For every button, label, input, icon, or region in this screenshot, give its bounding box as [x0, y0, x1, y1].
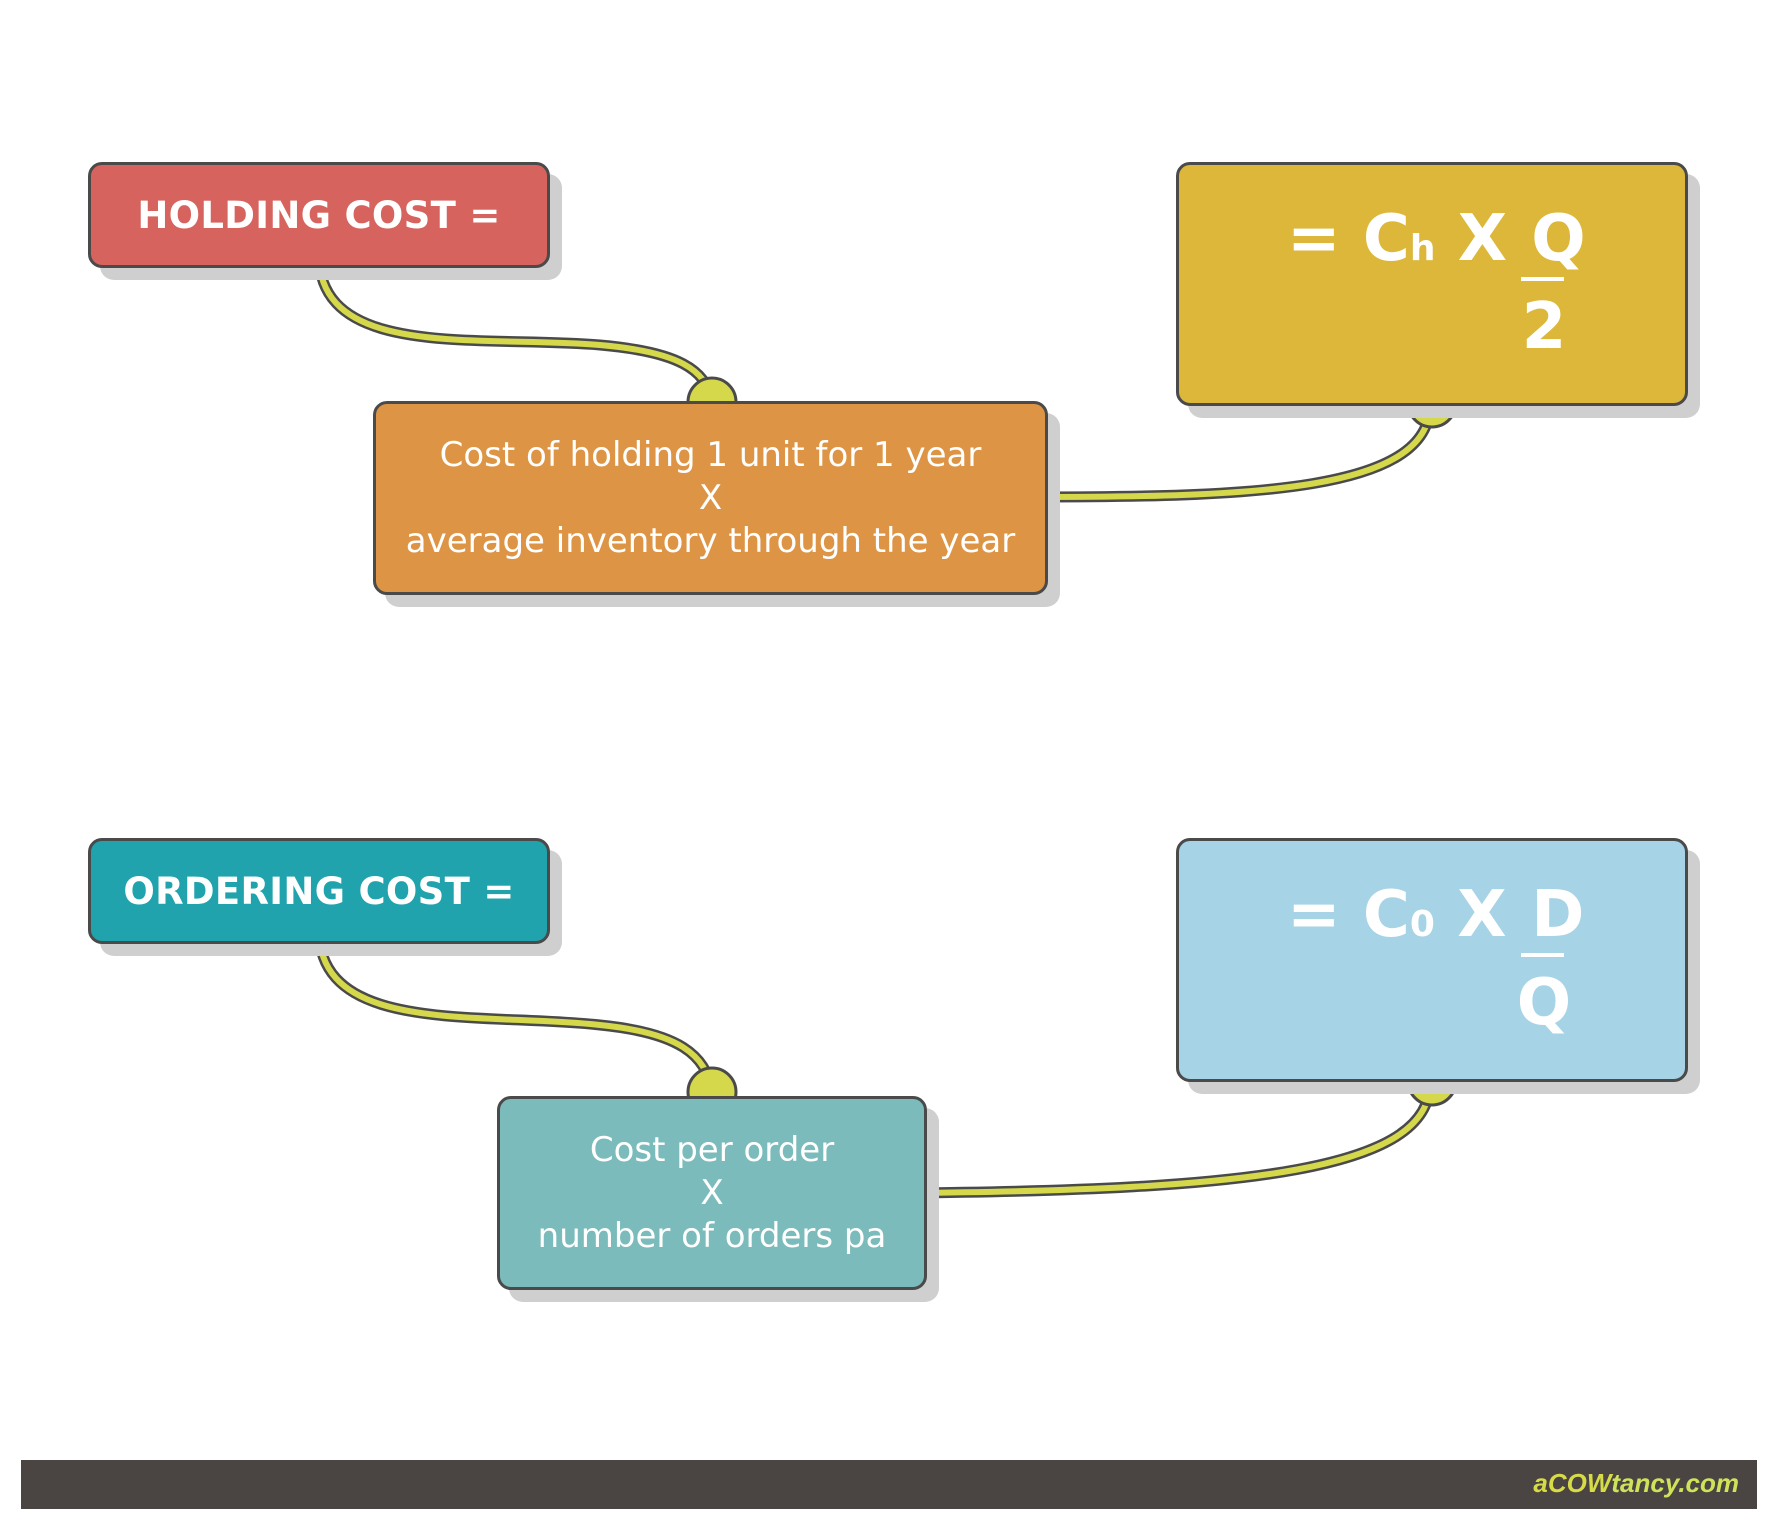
ordering-cost-description-box: Cost per order X number of orders pa: [497, 1096, 927, 1290]
holding-description-operator: X: [698, 477, 723, 518]
ordering-connector-1: [313, 924, 738, 1118]
holding-formula-operator: X: [1435, 202, 1530, 276]
holding-formula-numerator: Q: [1531, 202, 1586, 276]
holding-formula: = Ch X Q 2: [1287, 207, 1667, 397]
holding-fraction-bar: [1521, 277, 1564, 281]
holding-description-line-1: Cost of holding 1 unit for 1 year: [439, 434, 982, 475]
holding-cost-label-box: HOLDING COST =: [88, 162, 550, 268]
holding-formula-prefix: = C: [1287, 202, 1410, 276]
footer-bar: aCOWtancy.com: [21, 1460, 1757, 1509]
ordering-formula-operator: X: [1434, 878, 1529, 952]
holding-cost-description-box: Cost of holding 1 unit for 1 year X aver…: [373, 401, 1048, 595]
holding-formula-subscript: h: [1409, 228, 1436, 269]
ordering-formula-subscript: 0: [1409, 904, 1435, 945]
ordering-cost-formula-box: = C0 X D Q: [1176, 838, 1688, 1082]
brand-logo: aCOWtancy.com: [1533, 1468, 1739, 1498]
holding-cost-formula-box: = Ch X Q 2: [1176, 162, 1688, 406]
ordering-formula-numerator: D: [1531, 878, 1585, 952]
ordering-cost-label-box: ORDERING COST =: [88, 838, 550, 944]
holding-cost-label: HOLDING COST =: [137, 193, 501, 237]
ordering-cost-label: ORDERING COST =: [123, 869, 515, 913]
ordering-formula: = C0 X D Q: [1287, 883, 1667, 1073]
ordering-description-line-2: number of orders pa: [537, 1215, 887, 1256]
ordering-formula-prefix: = C: [1287, 878, 1410, 952]
ordering-formula-denominator: Q: [1516, 966, 1572, 1040]
ordering-description-operator: X: [700, 1172, 724, 1213]
holding-formula-denominator: 2: [1521, 290, 1567, 364]
holding-description-line-2: average inventory through the year: [405, 520, 1016, 561]
ordering-description-line-1: Cost per order: [589, 1129, 835, 1170]
ordering-fraction-bar: [1521, 953, 1564, 957]
